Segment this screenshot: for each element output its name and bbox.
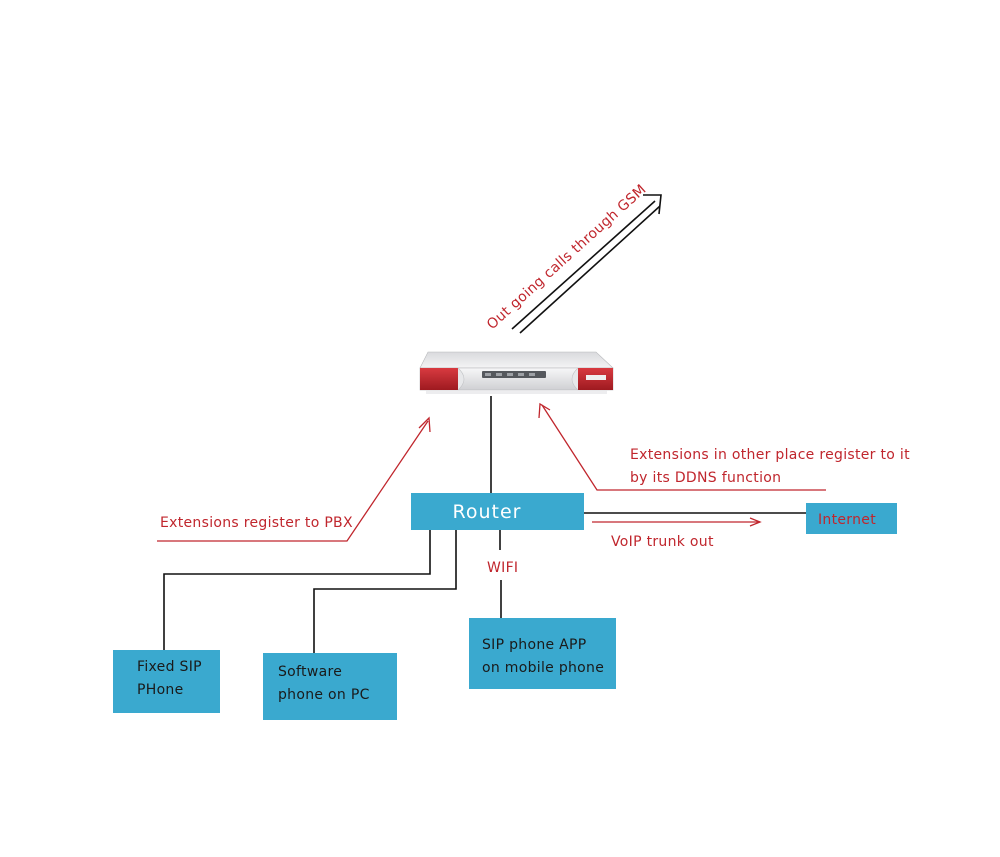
- fixed-sip-label-line1: Fixed SIP: [137, 659, 202, 675]
- internet-label: Internet: [818, 512, 876, 528]
- ddns-label-line1: Extensions in other place register to it: [630, 447, 910, 463]
- router-box: [411, 493, 584, 530]
- led-panel-icon: [482, 371, 546, 378]
- router-fixed-sip-link: [163, 530, 431, 650]
- voip-label: VoIP trunk out: [611, 534, 714, 550]
- internet-box: [806, 503, 897, 534]
- pbx-device: [419, 351, 614, 394]
- gsm-outgoing-arrow: [511, 194, 662, 334]
- sip-app-box: [469, 618, 616, 689]
- brand-badge-icon: [586, 375, 606, 380]
- router-label: Router: [453, 501, 522, 523]
- software-label-line2: phone on PC: [278, 687, 370, 703]
- software-label-line1: Software: [278, 664, 342, 680]
- fixed-sip-phone-box: [113, 650, 220, 713]
- sip-app-label-line1: SIP phone APP: [482, 637, 587, 653]
- software-phone-box: [263, 653, 397, 720]
- ext-register-label: Extensions register to PBX: [160, 515, 353, 531]
- fixed-sip-label-line2: PHone: [137, 682, 184, 698]
- ddns-arrow: [538, 402, 826, 491]
- gsm-label: Out going calls through GSM: [484, 182, 650, 333]
- voip-trunk-arrow: [592, 517, 762, 527]
- wifi-label: WIFI: [487, 560, 518, 576]
- ddns-label-line2: by its DDNS function: [630, 470, 781, 486]
- router-software-phone-link: [313, 530, 457, 653]
- sip-app-label-line2: on mobile phone: [482, 660, 604, 676]
- ext-register-arrow: [157, 416, 431, 542]
